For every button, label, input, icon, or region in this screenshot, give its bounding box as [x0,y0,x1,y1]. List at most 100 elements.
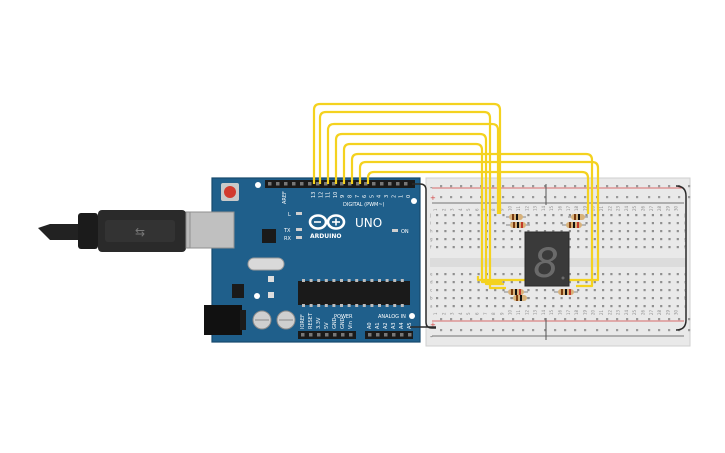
digital-header-label: DIGITAL (PWM~) [343,202,385,208]
resistors [504,214,588,301]
rx-label: RX [284,236,291,242]
svg-text:30: 30 [674,309,679,315]
row-letter: d [430,280,433,285]
svg-text:16: 16 [558,309,563,315]
svg-text:13: 13 [533,309,538,315]
header-hole [300,182,304,186]
digital-pin-label: 5 [369,195,375,198]
resistor [510,295,530,301]
row-letter: e [430,272,433,277]
row-letter: c [430,288,432,293]
header-hole [356,182,360,186]
resistor [504,289,528,295]
digital-pin-label: 0 [406,195,412,198]
mounting-hole [255,182,261,188]
row-letter: j [429,213,431,218]
seven-segment-display[interactable]: 8 [524,231,570,287]
header-hole [332,182,336,186]
header-hole [348,182,352,186]
svg-text:29: 29 [665,205,670,211]
svg-text:1: 1 [433,312,438,315]
svg-text:27: 27 [649,309,654,315]
svg-text:10: 10 [508,205,513,211]
header-hole [284,182,288,186]
usb-chip [262,229,276,243]
digital-pin-label: 11 [326,192,332,198]
on-led [392,229,398,232]
analog-pin-label: A0 [367,322,373,329]
digital-pin-label: 4 [377,195,383,198]
wire-pin-11 [326,122,500,214]
wire-pin-13 [312,102,502,214]
arduino-board[interactable]: L TX RX ON ARDUINO UNO DIGITAL (PWM~) AR… [189,177,421,343]
bottom-plus-label: + [430,321,436,329]
resistor [562,222,586,228]
black-wires [410,183,687,331]
svg-text:8: 8 [491,208,496,211]
analog-pin-label: A2 [383,322,389,329]
svg-text:28: 28 [657,205,662,211]
analog-header[interactable] [365,331,413,339]
header-hole [276,182,280,186]
yellow-wires [312,102,600,290]
svg-text:21: 21 [599,205,604,211]
row-letter: g [430,237,433,242]
svg-text:13: 13 [533,205,538,211]
svg-text:12: 12 [524,205,529,211]
svg-text:27: 27 [649,205,654,211]
svg-text:⇆: ⇆ [135,225,145,239]
l-led [296,212,302,215]
svg-text:23: 23 [616,205,621,211]
power-pin-label: IOREF [300,314,306,329]
top-minus-label: - [430,184,433,192]
rx-led [296,236,302,239]
mounting-hole [411,198,417,204]
wire-pin-6 [366,170,590,214]
wire-pin-10 [334,132,504,286]
header-hole [340,182,344,186]
svg-text:10: 10 [508,309,513,315]
row-letter: c [684,288,686,293]
header-hole [308,182,312,186]
svg-text:5: 5 [466,208,471,211]
svg-text:1: 1 [433,208,438,211]
power-label: POWER [334,314,353,320]
svg-text:8: 8 [491,312,496,315]
header-hole [372,182,376,186]
svg-text:3: 3 [450,208,455,211]
header-hole [396,182,400,186]
on-label: ON [401,229,409,235]
top-plus-label: + [430,194,436,202]
resistor [506,222,530,228]
analog-pin-label: A3 [391,322,397,329]
svg-text:11: 11 [516,309,521,315]
resistor [554,289,578,295]
power-pin-label: RESET [308,312,314,329]
wire-pin-12 [318,110,506,290]
svg-text:2: 2 [441,208,446,211]
svg-text:30: 30 [674,205,679,211]
analog-pin-label: A4 [399,322,405,329]
mounting-hole [254,293,260,299]
svg-text:4: 4 [458,208,463,211]
svg-text:9: 9 [499,312,504,315]
header-hole [364,182,368,186]
power-pin-label: 3.3V [316,317,322,329]
svg-text:21: 21 [599,309,604,315]
digital-pin-label: 7 [355,195,361,198]
resistor [568,214,588,220]
digital-pin-label: 2 [391,195,397,198]
row-letter: b [430,296,433,301]
analog-pin-label: A1 [375,322,381,329]
svg-text:15: 15 [549,205,554,211]
microcontroller-chip [298,279,410,307]
header-hole [292,182,296,186]
reset-button[interactable] [221,183,239,201]
digital-pin-label: 1 [399,195,405,198]
svg-text:19: 19 [582,205,587,211]
aref-label: AREF [282,191,288,204]
header-hole [388,182,392,186]
svg-text:29: 29 [665,309,670,315]
